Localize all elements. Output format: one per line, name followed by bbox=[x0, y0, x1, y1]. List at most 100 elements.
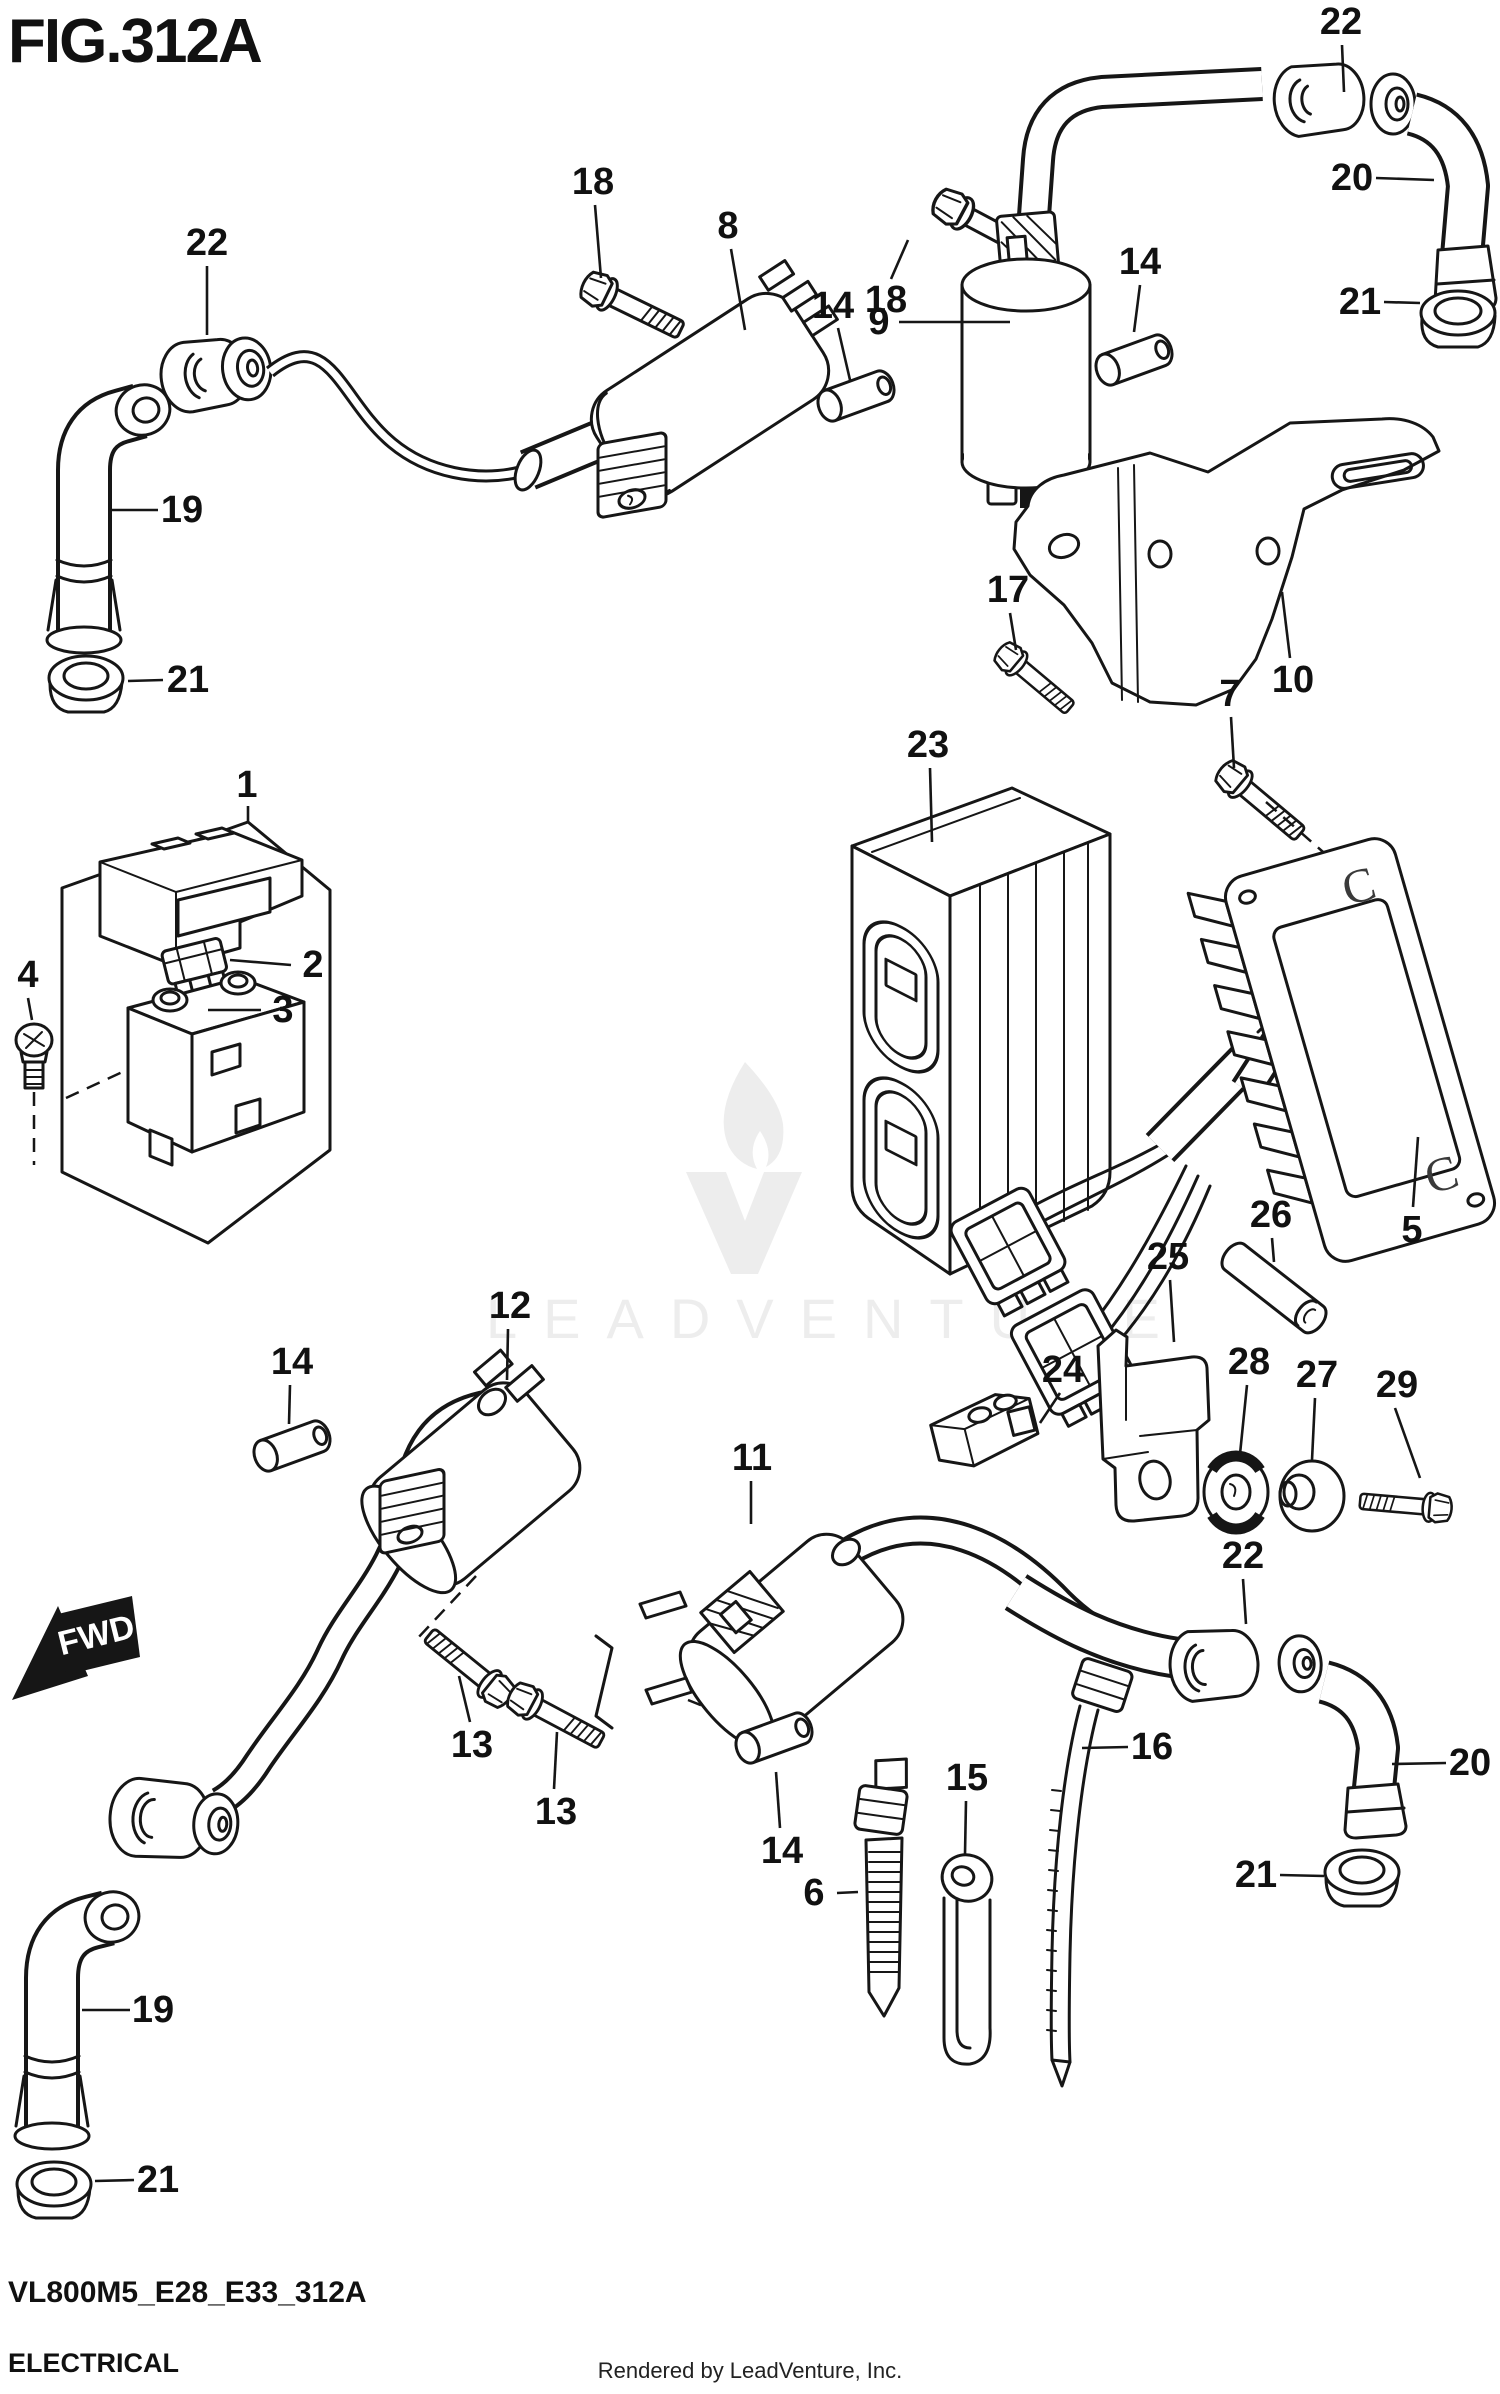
clamp-25 bbox=[1096, 1328, 1211, 1523]
callout-9[interactable]: 9 bbox=[868, 301, 889, 343]
ignition-coil-8 bbox=[513, 259, 839, 519]
grommet-28 bbox=[1202, 1450, 1270, 1535]
callout-5[interactable]: 5 bbox=[1401, 1209, 1422, 1251]
callout-23[interactable]: 23 bbox=[907, 724, 949, 766]
leader-line-18 bbox=[889, 239, 910, 280]
callout-22[interactable]: 22 bbox=[186, 222, 228, 264]
ignition-coil-11 bbox=[638, 1515, 1190, 1750]
figure-part-code: VL800M5_E28_E33_312A bbox=[8, 2276, 367, 2309]
callout-27[interactable]: 27 bbox=[1296, 1354, 1338, 1396]
leader-line-21 bbox=[94, 2178, 135, 2183]
callout-28[interactable]: 28 bbox=[1228, 1341, 1270, 1383]
leader-line-28 bbox=[1238, 1384, 1249, 1455]
spacer-14-b bbox=[1090, 330, 1178, 390]
leader-line-6 bbox=[836, 1890, 859, 1895]
callout-3[interactable]: 3 bbox=[272, 989, 293, 1031]
bolt-18-left bbox=[574, 266, 690, 348]
leader-line-21 bbox=[127, 678, 164, 683]
callout-18[interactable]: 18 bbox=[865, 279, 907, 321]
bracket-10 bbox=[1012, 417, 1441, 707]
callout-26[interactable]: 26 bbox=[1250, 1194, 1292, 1236]
callout-24[interactable]: 24 bbox=[1042, 1349, 1084, 1391]
ignition-coil-12 bbox=[211, 1348, 582, 1816]
leader-line-12 bbox=[505, 1328, 510, 1381]
callout-18[interactable]: 18 bbox=[572, 161, 614, 203]
leader-line-14 bbox=[287, 1384, 292, 1425]
callout-22[interactable]: 22 bbox=[1320, 1, 1362, 43]
leader-line-7 bbox=[1229, 716, 1236, 769]
fwd-arrow-icon bbox=[12, 1606, 88, 1700]
watermark-flame-icon bbox=[723, 1062, 784, 1169]
figure-section-label: ELECTRICAL bbox=[8, 2348, 179, 2378]
regulator-rectifier-5: C C bbox=[1186, 837, 1497, 1263]
callout-1[interactable]: 1 bbox=[236, 764, 257, 806]
leader-line-23 bbox=[928, 767, 934, 843]
screw-4 bbox=[14, 1022, 54, 1090]
callout-21[interactable]: 21 bbox=[137, 2159, 179, 2201]
callout-29[interactable]: 29 bbox=[1376, 1364, 1418, 1406]
leader-line-22 bbox=[1340, 44, 1346, 93]
leader-line-21 bbox=[1383, 300, 1421, 305]
callout-19[interactable]: 19 bbox=[132, 1989, 174, 2031]
callout-20[interactable]: 20 bbox=[1331, 157, 1373, 199]
callout-6[interactable]: 6 bbox=[803, 1872, 824, 1914]
leader-line-20 bbox=[1391, 1761, 1447, 1766]
plug-cap-assembly-bottom-left bbox=[13, 1776, 240, 2220]
callout-14[interactable]: 14 bbox=[271, 1341, 313, 1383]
callout-15[interactable]: 15 bbox=[946, 1757, 988, 1799]
leader-line-27 bbox=[1310, 1397, 1317, 1461]
leader-line-14 bbox=[836, 327, 852, 381]
callout-21[interactable]: 21 bbox=[1235, 1854, 1277, 1896]
ecu-23 bbox=[850, 786, 1112, 1276]
callout-13[interactable]: 13 bbox=[451, 1724, 493, 1766]
pin-26 bbox=[1220, 1241, 1328, 1335]
callout-10[interactable]: 10 bbox=[1272, 659, 1314, 701]
callout-21[interactable]: 21 bbox=[1339, 281, 1381, 323]
bolt-13-upper bbox=[417, 1621, 521, 1714]
leader-line-14 bbox=[1132, 284, 1142, 333]
bolt-7 bbox=[1209, 754, 1312, 848]
leader-line-8 bbox=[729, 248, 747, 331]
relay-assembly-box-1 bbox=[14, 820, 332, 1245]
footer: VL800M5_E28_E33_312A ELECTRICAL Rendered… bbox=[8, 2276, 902, 2383]
figure-title: FIG.312A bbox=[8, 7, 262, 76]
callout-13[interactable]: 13 bbox=[535, 1791, 577, 1833]
washer-27 bbox=[1278, 1459, 1346, 1533]
callout-17[interactable]: 17 bbox=[987, 569, 1029, 611]
leader-line-5 bbox=[1411, 1136, 1420, 1208]
leader-line-4 bbox=[26, 997, 34, 1021]
callout-20[interactable]: 20 bbox=[1449, 1742, 1491, 1784]
fwd-marker: FWD bbox=[12, 1596, 140, 1700]
cable-tie-6 bbox=[853, 1757, 909, 2018]
leader-line-2 bbox=[229, 958, 292, 967]
leader-line-22 bbox=[1241, 1578, 1248, 1625]
callout-7[interactable]: 7 bbox=[1219, 673, 1240, 715]
callout-16[interactable]: 16 bbox=[1131, 1726, 1173, 1768]
fwd-flag bbox=[58, 1596, 140, 1675]
callout-19[interactable]: 19 bbox=[161, 489, 203, 531]
leader-line-29 bbox=[1393, 1407, 1422, 1479]
callout-21[interactable]: 21 bbox=[167, 659, 209, 701]
bolt-29 bbox=[1357, 1485, 1455, 1525]
callout-25[interactable]: 25 bbox=[1147, 1236, 1189, 1278]
bolt-17 bbox=[989, 636, 1081, 721]
leader-line-24 bbox=[1038, 1392, 1062, 1424]
callout-8[interactable]: 8 bbox=[717, 205, 738, 247]
leader-line-16 bbox=[1081, 1745, 1129, 1750]
callout-14[interactable]: 14 bbox=[761, 1830, 803, 1872]
callout-12[interactable]: 12 bbox=[489, 1285, 531, 1327]
callout-2[interactable]: 2 bbox=[302, 944, 323, 986]
callout-14[interactable]: 14 bbox=[812, 285, 854, 327]
callout-22[interactable]: 22 bbox=[1222, 1535, 1264, 1577]
callout-11[interactable]: 11 bbox=[732, 1437, 772, 1479]
diagram-artwork: C C bbox=[12, 62, 1498, 2220]
callout-14[interactable]: 14 bbox=[1119, 241, 1161, 283]
leader-line-25 bbox=[1168, 1279, 1176, 1343]
plug-cap-assembly-bottom-right bbox=[1168, 1628, 1408, 1908]
callout-4[interactable]: 4 bbox=[17, 954, 38, 996]
band-15 bbox=[940, 1853, 994, 2066]
leader-line-10 bbox=[1280, 591, 1292, 659]
rendered-by-credit: Rendered by LeadVenture, Inc. bbox=[598, 2358, 903, 2383]
leader-line-17 bbox=[1008, 612, 1018, 651]
